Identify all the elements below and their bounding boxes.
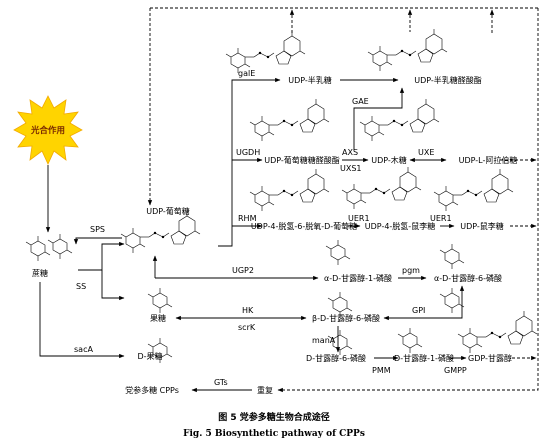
enzyme-rhm: RHM: [238, 214, 257, 223]
enzyme-gae: GAE: [352, 97, 369, 106]
label-beta-f6p: β-D-甘露醇-6-磷酸: [312, 313, 380, 323]
label-fructose: 果糖: [150, 313, 166, 323]
label-udp-galactose: UDP-半乳糖: [288, 75, 332, 85]
label-reorg: 重复: [257, 385, 273, 395]
label-d-m6p: D-甘露醇-6-磷酸: [306, 353, 366, 363]
compound-labels: 蔗糖 UDP-葡萄糖 UDP-半乳糖 UDP-半乳糖醛酸酯 UDP-葡萄糖糖醛酸…: [32, 75, 517, 395]
label-udp-glucose: UDP-葡萄糖: [146, 206, 190, 216]
label-udp-arabinose: UDP-L-阿拉伯糖: [459, 155, 518, 165]
enzyme-axs: AXS: [342, 148, 358, 157]
pathway-arrows: [39, 77, 467, 393]
enzyme-pmm: PMM: [372, 366, 391, 375]
label-udp-xylose: UDP-木糖: [371, 155, 407, 165]
enzyme-hk: HK: [242, 306, 254, 315]
label-udp-rhamnose: UDP-鼠李糖: [460, 221, 504, 231]
label-gdp-mannose: GDP-甘露醇: [468, 353, 512, 363]
label-alpha-g1p: α-D-甘露醇-1-磷酸: [324, 273, 392, 283]
enzyme-sacA: sacA: [74, 345, 93, 354]
enzyme-sps: SPS: [90, 225, 105, 234]
label-d-fructose: D-果糖: [137, 351, 162, 361]
enzyme-gts: GTs: [214, 378, 228, 387]
enzyme-scrk: scrK: [238, 323, 256, 332]
figure-title-cn: 图 5 党参多糖生物合成途径: [218, 411, 330, 423]
enzyme-gpi: GPI: [412, 306, 425, 315]
label-udp-dehydro-glucose: UDP-4-脱氢-6-脱氧-D-葡萄糖: [251, 221, 357, 231]
photosynthesis-burst: 光合作用: [13, 95, 83, 165]
enzyme-gmpp: GMPP: [444, 366, 467, 375]
enzyme-galE: galE: [238, 69, 255, 78]
dashed-lines: [147, 7, 539, 393]
label-d-m1p: D-甘露醇-1-磷酸: [394, 353, 454, 363]
label-udp-galacturonic: UDP-半乳糖醛酸酯: [414, 75, 482, 85]
label-alpha-g6p: α-D-甘露醇-6-磷酸: [434, 273, 502, 283]
enzyme-ss: SS: [76, 282, 86, 291]
enzyme-uxe: UXE: [418, 148, 434, 157]
enzyme-pgm: pgm: [402, 266, 420, 275]
enzyme-labels: SPS SS sacA galE GAE UGDH AXS UXS1 UXE R…: [74, 69, 467, 387]
figure-title-en: Fig. 5 Biosynthetic pathway of CPPs: [183, 429, 365, 439]
enzyme-uxs1: UXS1: [340, 164, 362, 173]
label-udp-dehydro-rhamnose: UDP-4-脱氢-鼠李糖: [365, 221, 435, 231]
burst-star-icon: [13, 95, 83, 165]
enzyme-uer1-a: UER1: [348, 214, 370, 223]
enzyme-ugp2: UGP2: [232, 266, 254, 275]
label-cpps: 党参多糖 CPPs: [125, 385, 179, 395]
enzyme-ugdh: UGDH: [236, 148, 260, 157]
label-sucrose: 蔗糖: [32, 268, 48, 278]
photosynthesis-label: 光合作用: [30, 125, 65, 136]
label-udp-glucuronic: UDP-葡萄糖糖醛酸酯: [264, 155, 340, 165]
enzyme-mana: manA: [312, 336, 336, 345]
enzyme-uer1-b: UER1: [430, 214, 452, 223]
